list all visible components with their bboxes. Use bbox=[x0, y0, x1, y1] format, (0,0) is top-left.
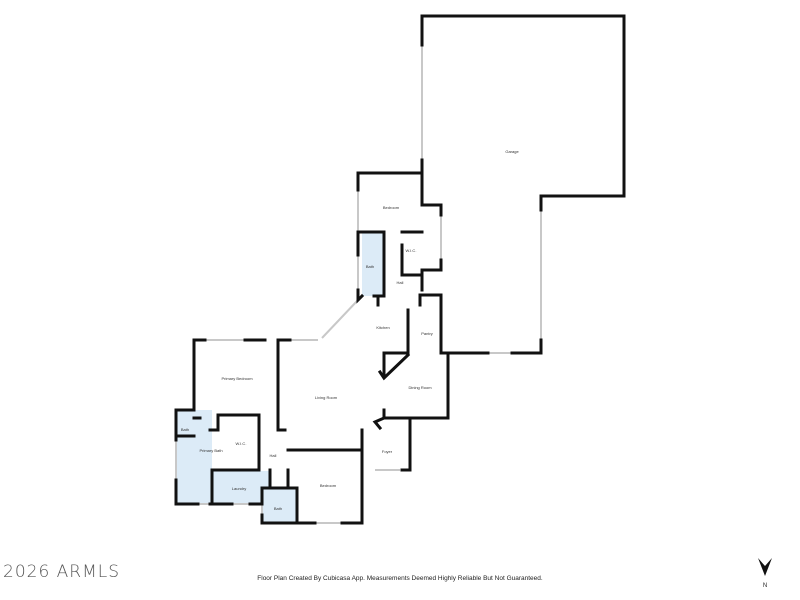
room-label-bath-ne: Bath bbox=[366, 264, 374, 269]
room-label-hall-sw: Hall bbox=[270, 453, 277, 458]
room-label-hall-ne: Hall bbox=[397, 280, 404, 285]
laundry-fill bbox=[212, 471, 270, 503]
room-label-dining-room: Dining Room bbox=[408, 385, 432, 390]
wet-areas bbox=[176, 232, 384, 523]
room-label-pantry: Pantry bbox=[421, 331, 433, 336]
primary-bath-fill-2 bbox=[176, 410, 212, 504]
room-label-laundry: Laundry bbox=[232, 486, 246, 491]
room-label-wic-primary: W.I.C. bbox=[236, 441, 247, 446]
room-label-wic-ne: W.I.C. bbox=[406, 248, 417, 253]
room-labels: Garage Bedroom Bath W.I.C. Hall Kitchen … bbox=[181, 149, 520, 511]
room-label-bath-primary-small: Bath bbox=[181, 427, 189, 432]
room-label-primary-bath: Primary Bath bbox=[199, 448, 222, 453]
room-label-kitchen: Kitchen bbox=[376, 325, 389, 330]
walls bbox=[174, 14, 626, 525]
room-label-garage: Garage bbox=[505, 149, 519, 154]
room-label-bedroom-s: Bedroom bbox=[320, 483, 337, 488]
footer-disclaimer: Floor Plan Created By Cubicasa App. Meas… bbox=[257, 575, 543, 582]
north-arrow-icon bbox=[758, 558, 772, 576]
room-label-bedroom-ne: Bedroom bbox=[383, 205, 400, 210]
room-label-living-room: Living Room bbox=[315, 395, 338, 400]
bath-ne-fill bbox=[362, 232, 384, 296]
compass-label: N bbox=[762, 583, 768, 589]
room-label-foyer: Foyer bbox=[382, 449, 393, 454]
bath-s-fill bbox=[262, 488, 297, 523]
compass: N bbox=[756, 556, 774, 589]
room-label-bath-s: Bath bbox=[274, 506, 282, 511]
watermark: 2026 ARMLS bbox=[3, 562, 121, 582]
room-label-primary-bedroom: Primary Bedroom bbox=[221, 376, 253, 381]
windows bbox=[175, 45, 542, 524]
